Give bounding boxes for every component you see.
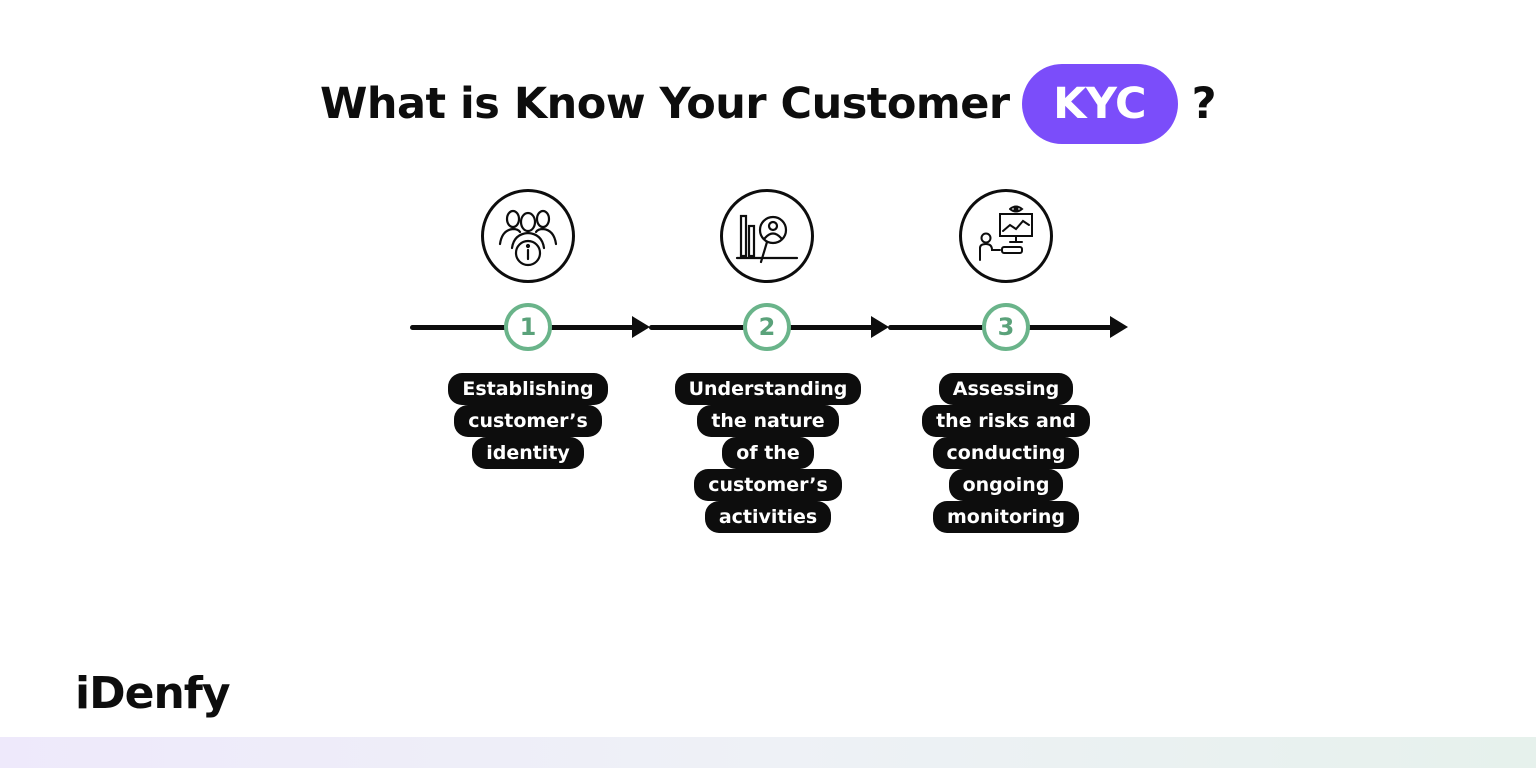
step-label-line: Establishing (448, 373, 608, 405)
step-label-line: of the (722, 437, 814, 469)
step-number-2: 2 (743, 303, 791, 351)
title-text: What is Know Your Customer (319, 79, 1010, 129)
step-label-line: activities (704, 501, 832, 533)
step-number-1: 1 (504, 303, 552, 351)
chart-magnifier-person-icon (720, 189, 814, 283)
step-label-1: Establishing customer’s identity (428, 373, 628, 469)
step-number-3: 3 (982, 303, 1030, 351)
step-label-line: customer’s (454, 405, 602, 437)
person-monitor-eye-icon (959, 189, 1053, 283)
kyc-badge: KYC (1021, 64, 1178, 144)
step-label-line: conducting (932, 437, 1080, 469)
step-label-line: customer’s (694, 469, 842, 501)
step-label-line: Assessing (938, 373, 1074, 405)
step-label-line: the nature (697, 405, 839, 437)
people-info-icon (481, 189, 575, 283)
step-label-line: ongoing (948, 469, 1064, 501)
idenfy-logo: iDenfy (75, 668, 231, 719)
step-label-line: the risks and (922, 405, 1090, 437)
step-label-2: Understanding the nature of the customer… (648, 373, 888, 533)
arrow-right-icon (632, 316, 650, 338)
arrow-right-icon (1110, 316, 1128, 338)
step-label-line: identity (472, 437, 584, 469)
arrow-right-icon (871, 316, 889, 338)
step-label-3: Assessing the risks and conducting ongoi… (896, 373, 1116, 533)
title-question-mark: ? (1191, 79, 1217, 129)
footer-band (0, 737, 1536, 768)
page-title: What is Know Your Customer KYC ? (0, 62, 1536, 146)
step-label-line: monitoring (932, 501, 1080, 533)
step-label-line: Understanding (674, 373, 862, 405)
